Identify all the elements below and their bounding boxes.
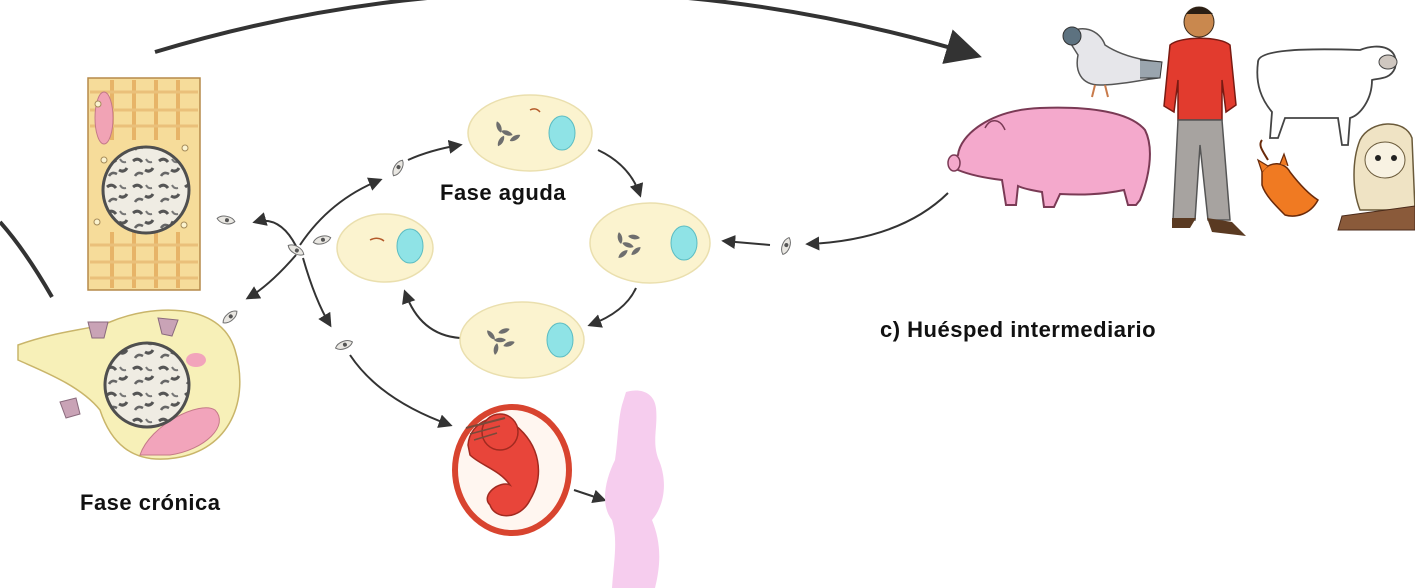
pregnant-woman-icon — [605, 391, 664, 588]
man-icon — [1164, 7, 1246, 236]
pig-icon — [948, 108, 1150, 207]
intermediate-host-label: c) Huésped intermediario — [880, 317, 1156, 343]
host-cell-bottom — [460, 302, 584, 378]
host-cell-left — [337, 214, 433, 282]
chronic-phase-label: Fase crónica — [80, 490, 221, 516]
cat-icon — [1258, 140, 1318, 216]
acute-phase-label: Fase aguda — [440, 180, 566, 206]
host-cell-top — [468, 95, 592, 171]
muscle-fibre-with-cyst — [88, 78, 200, 290]
tissue-cyst-icon — [105, 343, 189, 427]
tissue-cyst-icon — [103, 147, 189, 233]
dissemination-arrows — [248, 145, 948, 500]
pigeon-icon — [1063, 27, 1162, 97]
left-cycle-arrow — [0, 222, 52, 297]
transmission-arrow-to-host — [155, 0, 975, 55]
host-cell-right — [590, 203, 710, 283]
nerve-cell-with-cyst — [18, 310, 240, 459]
fetus-icon — [455, 407, 569, 533]
owl-icon — [1338, 124, 1415, 230]
